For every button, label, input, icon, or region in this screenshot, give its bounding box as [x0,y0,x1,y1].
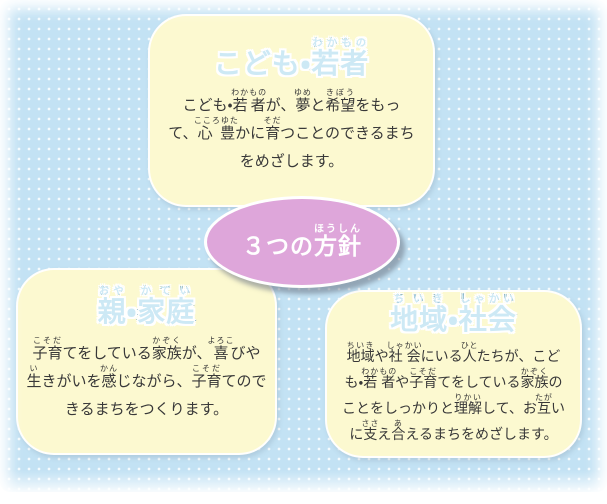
center-badge-label: ３つの方針ほうしん [242,223,362,260]
policy-title-community: 地域ちいき・社会しゃかい [389,294,517,336]
policy-body-community: 地域ちいきや社会しゃかいにいる人ひとたちが、こども・若者わかものや子育こそだてを… [342,341,565,444]
center-badge: ３つの方針ほうしん [204,196,400,288]
policy-title-youth: こども・若者わかもの [213,38,370,80]
policy-title-family: 親おや・家庭かてい [97,286,196,328]
policy-body-family: 子育こそだてをしている家族かぞくが、喜よろこびや生いきがいを感かんじながら、子育… [26,336,267,419]
policy-box-youth: こども・若者わかもの こども・若者わかものが、夢ゆめと希望きぼうをもって、心豊こ… [148,14,435,207]
policy-body-youth: こども・若者わかものが、夢ゆめと希望きぼうをもって、心豊こころゆたかに育そだつこ… [168,88,415,171]
policy-box-family: 親おや・家庭かてい 子育こそだてをしている家族かぞくが、喜よろこびや生いきがいを… [16,268,277,455]
policy-box-community: 地域ちいき・社会しゃかい 地域ちいきや社会しゃかいにいる人ひとたちが、こども・若… [325,290,582,458]
